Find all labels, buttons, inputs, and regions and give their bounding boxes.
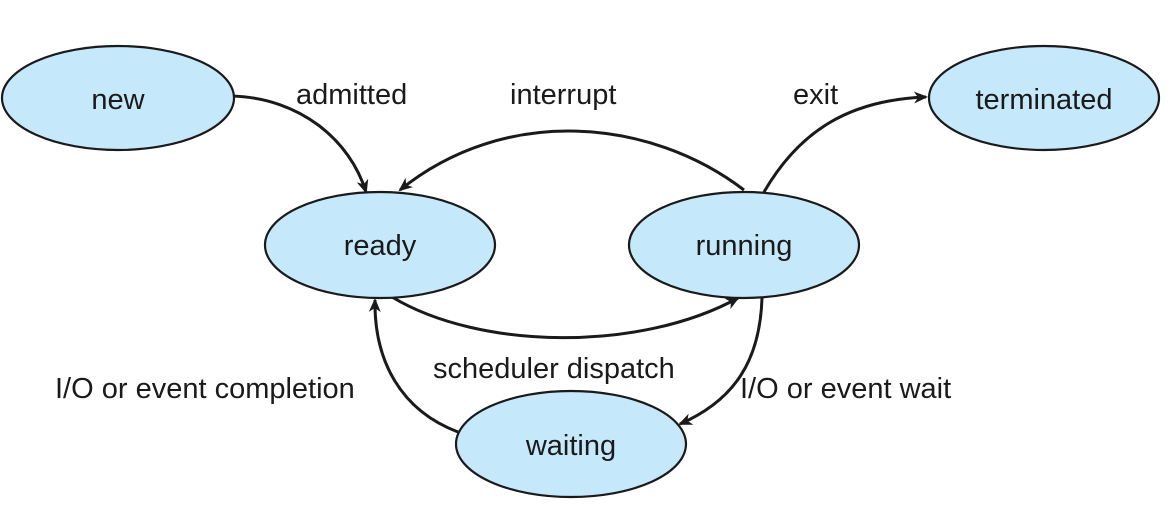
state-running: running xyxy=(627,190,861,300)
state-terminated-label: terminated xyxy=(975,84,1112,116)
label-scheduler-dispatch: scheduler dispatch xyxy=(433,353,675,385)
state-waiting: waiting xyxy=(454,389,688,499)
edge-admitted xyxy=(231,94,369,194)
label-io-event-wait: I/O or event wait xyxy=(740,373,951,405)
edge-io-event-completion xyxy=(368,298,459,434)
state-ready: ready xyxy=(263,190,497,300)
state-new-label: new xyxy=(91,84,145,116)
edge-interrupt xyxy=(398,129,745,192)
state-terminated: terminated xyxy=(927,44,1161,152)
label-admitted: admitted xyxy=(296,79,407,111)
edge-exit xyxy=(762,91,928,193)
state-waiting-label: waiting xyxy=(525,430,616,462)
label-interrupt: interrupt xyxy=(510,79,616,111)
label-exit: exit xyxy=(793,79,838,111)
state-running-label: running xyxy=(696,230,793,262)
state-new: new xyxy=(0,44,236,152)
state-ready-label: ready xyxy=(344,230,417,262)
edge-scheduler-dispatch xyxy=(391,295,740,340)
edge-io-event-wait xyxy=(678,297,764,426)
label-io-event-completion: I/O or event completion xyxy=(55,373,355,405)
